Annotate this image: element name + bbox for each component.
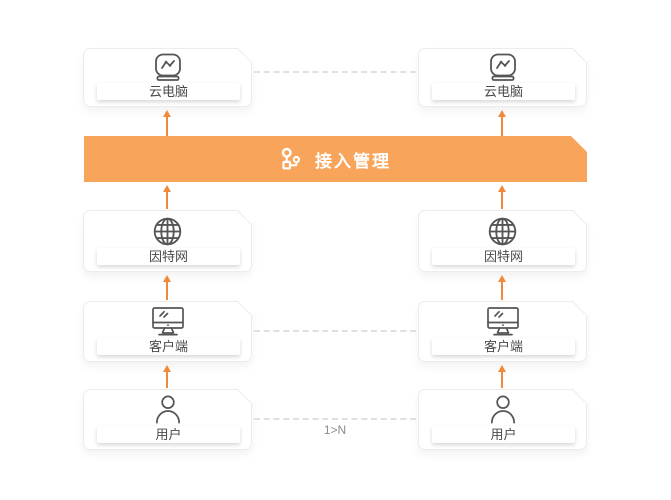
node-label: 用户 <box>97 426 240 443</box>
banner-label: 接入管理 <box>315 151 391 171</box>
node-card-client-left: 客户端 <box>83 301 252 362</box>
node-label: 因特网 <box>432 248 575 265</box>
flow-arrow-up-icon <box>497 365 507 388</box>
topology-icon <box>280 146 305 172</box>
person-icon <box>84 394 251 425</box>
node-card-user-left: 用户 <box>83 389 252 450</box>
monitor-chart-icon <box>84 53 251 83</box>
node-label: 客户端 <box>432 338 575 355</box>
node-card-internet-left: 因特网 <box>83 210 252 272</box>
node-card-client-right: 客户端 <box>418 301 587 362</box>
dashed-connector-user <box>254 418 416 420</box>
flow-arrow-up-icon <box>497 185 507 209</box>
flow-arrow-up-icon <box>162 110 172 136</box>
node-card-cloud-pc-right: 云电脑 <box>418 48 587 107</box>
node-label: 云电脑 <box>432 83 575 100</box>
flow-arrow-up-icon <box>497 275 507 300</box>
node-card-cloud-pc-left: 云电脑 <box>83 48 252 107</box>
access-management-banner: 接入管理 <box>84 136 587 182</box>
node-label: 用户 <box>432 426 575 443</box>
desktop-icon <box>84 306 251 337</box>
monitor-chart-icon <box>419 53 586 83</box>
desktop-icon <box>419 306 586 337</box>
node-label: 因特网 <box>97 248 240 265</box>
node-label: 客户端 <box>97 338 240 355</box>
person-icon <box>419 394 586 425</box>
dashed-connector-cloud-pc <box>254 71 416 73</box>
dashed-connector-client <box>254 330 416 332</box>
globe-icon <box>419 215 586 248</box>
globe-icon <box>84 215 251 248</box>
node-label: 云电脑 <box>97 83 240 100</box>
flow-arrow-up-icon <box>497 110 507 136</box>
flow-arrow-up-icon <box>162 365 172 388</box>
node-card-user-right: 用户 <box>418 389 587 450</box>
relation-label: 1>N <box>323 423 347 437</box>
flow-arrow-up-icon <box>162 275 172 300</box>
node-card-internet-right: 因特网 <box>418 210 587 272</box>
flow-arrow-up-icon <box>162 185 172 209</box>
